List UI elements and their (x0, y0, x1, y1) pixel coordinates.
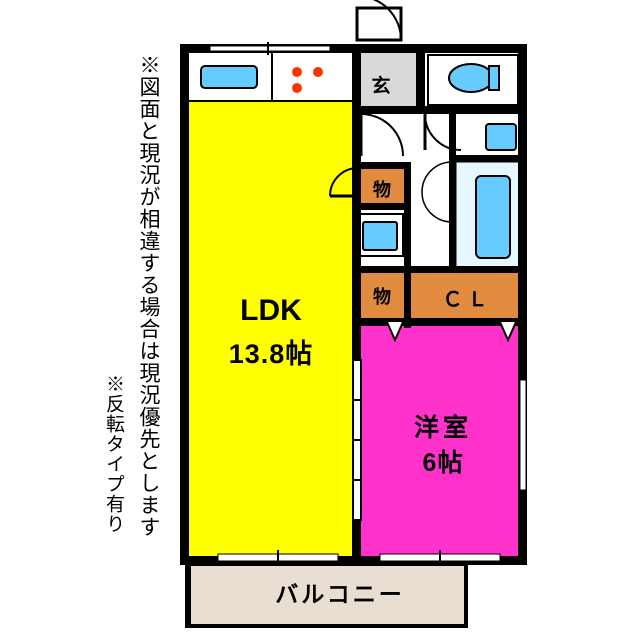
wall-ldk-right (352, 44, 361, 560)
washing-machine-base (356, 213, 404, 257)
toilet-tank (488, 65, 500, 91)
room-label-ldk-size: 13.8帖 (228, 339, 314, 369)
room-genkan-fill (354, 52, 416, 110)
wall-genkan-bottom (352, 106, 425, 114)
room-label-balcony: バルコニー (275, 581, 405, 607)
balcony-wall-left (185, 560, 191, 628)
wall-storage1-right (404, 162, 411, 210)
wall-bath-left (449, 114, 456, 269)
room-storage-2-fill (354, 270, 408, 322)
toilet (448, 63, 494, 93)
wall-storage1-top (352, 162, 410, 169)
bathtub (475, 175, 511, 259)
room-closet-fill (408, 270, 526, 322)
room-label-storage-2: 物 (373, 287, 391, 307)
wall-storage1-bottom (352, 203, 410, 210)
room-label-closet: ＣＬ (442, 289, 493, 311)
room-label-washitsu-size: 6帖 (422, 449, 464, 477)
room-storage-1-fill (354, 166, 408, 206)
room-washitsu-fill (360, 322, 526, 560)
wall-storage2-top (352, 266, 527, 273)
bath-floor (455, 161, 527, 269)
room-label-washitsu-name: 洋室 (413, 414, 472, 442)
room-label-genkan: 玄 (371, 76, 391, 97)
wall-bath-top (449, 155, 527, 162)
room-label-ldk-name: LDK (240, 294, 302, 327)
kitchen-sink (200, 65, 258, 89)
door-swing-genkan (360, 113, 404, 157)
washbasin (485, 123, 517, 151)
room-label-storage-1: 物 (373, 180, 391, 200)
wall-bottom (180, 556, 527, 565)
wall-toilet-bottom (425, 106, 526, 114)
stove-burner-1 (292, 67, 302, 77)
door-swing-bath (421, 161, 453, 223)
room-ldk-fill (188, 52, 354, 560)
sliding-door-mark-2 (499, 321, 517, 343)
wall-genkan-right (416, 44, 425, 110)
note-disclaimer-main: ※図面と現況が相違する場合は現況優先とします (137, 54, 161, 538)
door-swing-storage1 (329, 167, 359, 197)
wall-closet-bottom (352, 318, 527, 326)
note-disclaimer-sub: ※反転タイプ有り (103, 374, 124, 534)
window-top-ldk (209, 45, 331, 52)
window-right-wall (519, 379, 527, 491)
entrance-door-swing (372, 0, 402, 41)
washing-machine (362, 221, 398, 251)
stove-burner-2 (313, 67, 323, 77)
room-balcony-fill (188, 564, 466, 626)
wall-right (518, 44, 527, 564)
kitchen-counter-divider (271, 52, 273, 101)
sliding-door-mark-1 (386, 321, 404, 343)
entrance-porch (355, 6, 403, 42)
stove-burner-3 (292, 83, 302, 93)
wall-left (180, 44, 189, 564)
